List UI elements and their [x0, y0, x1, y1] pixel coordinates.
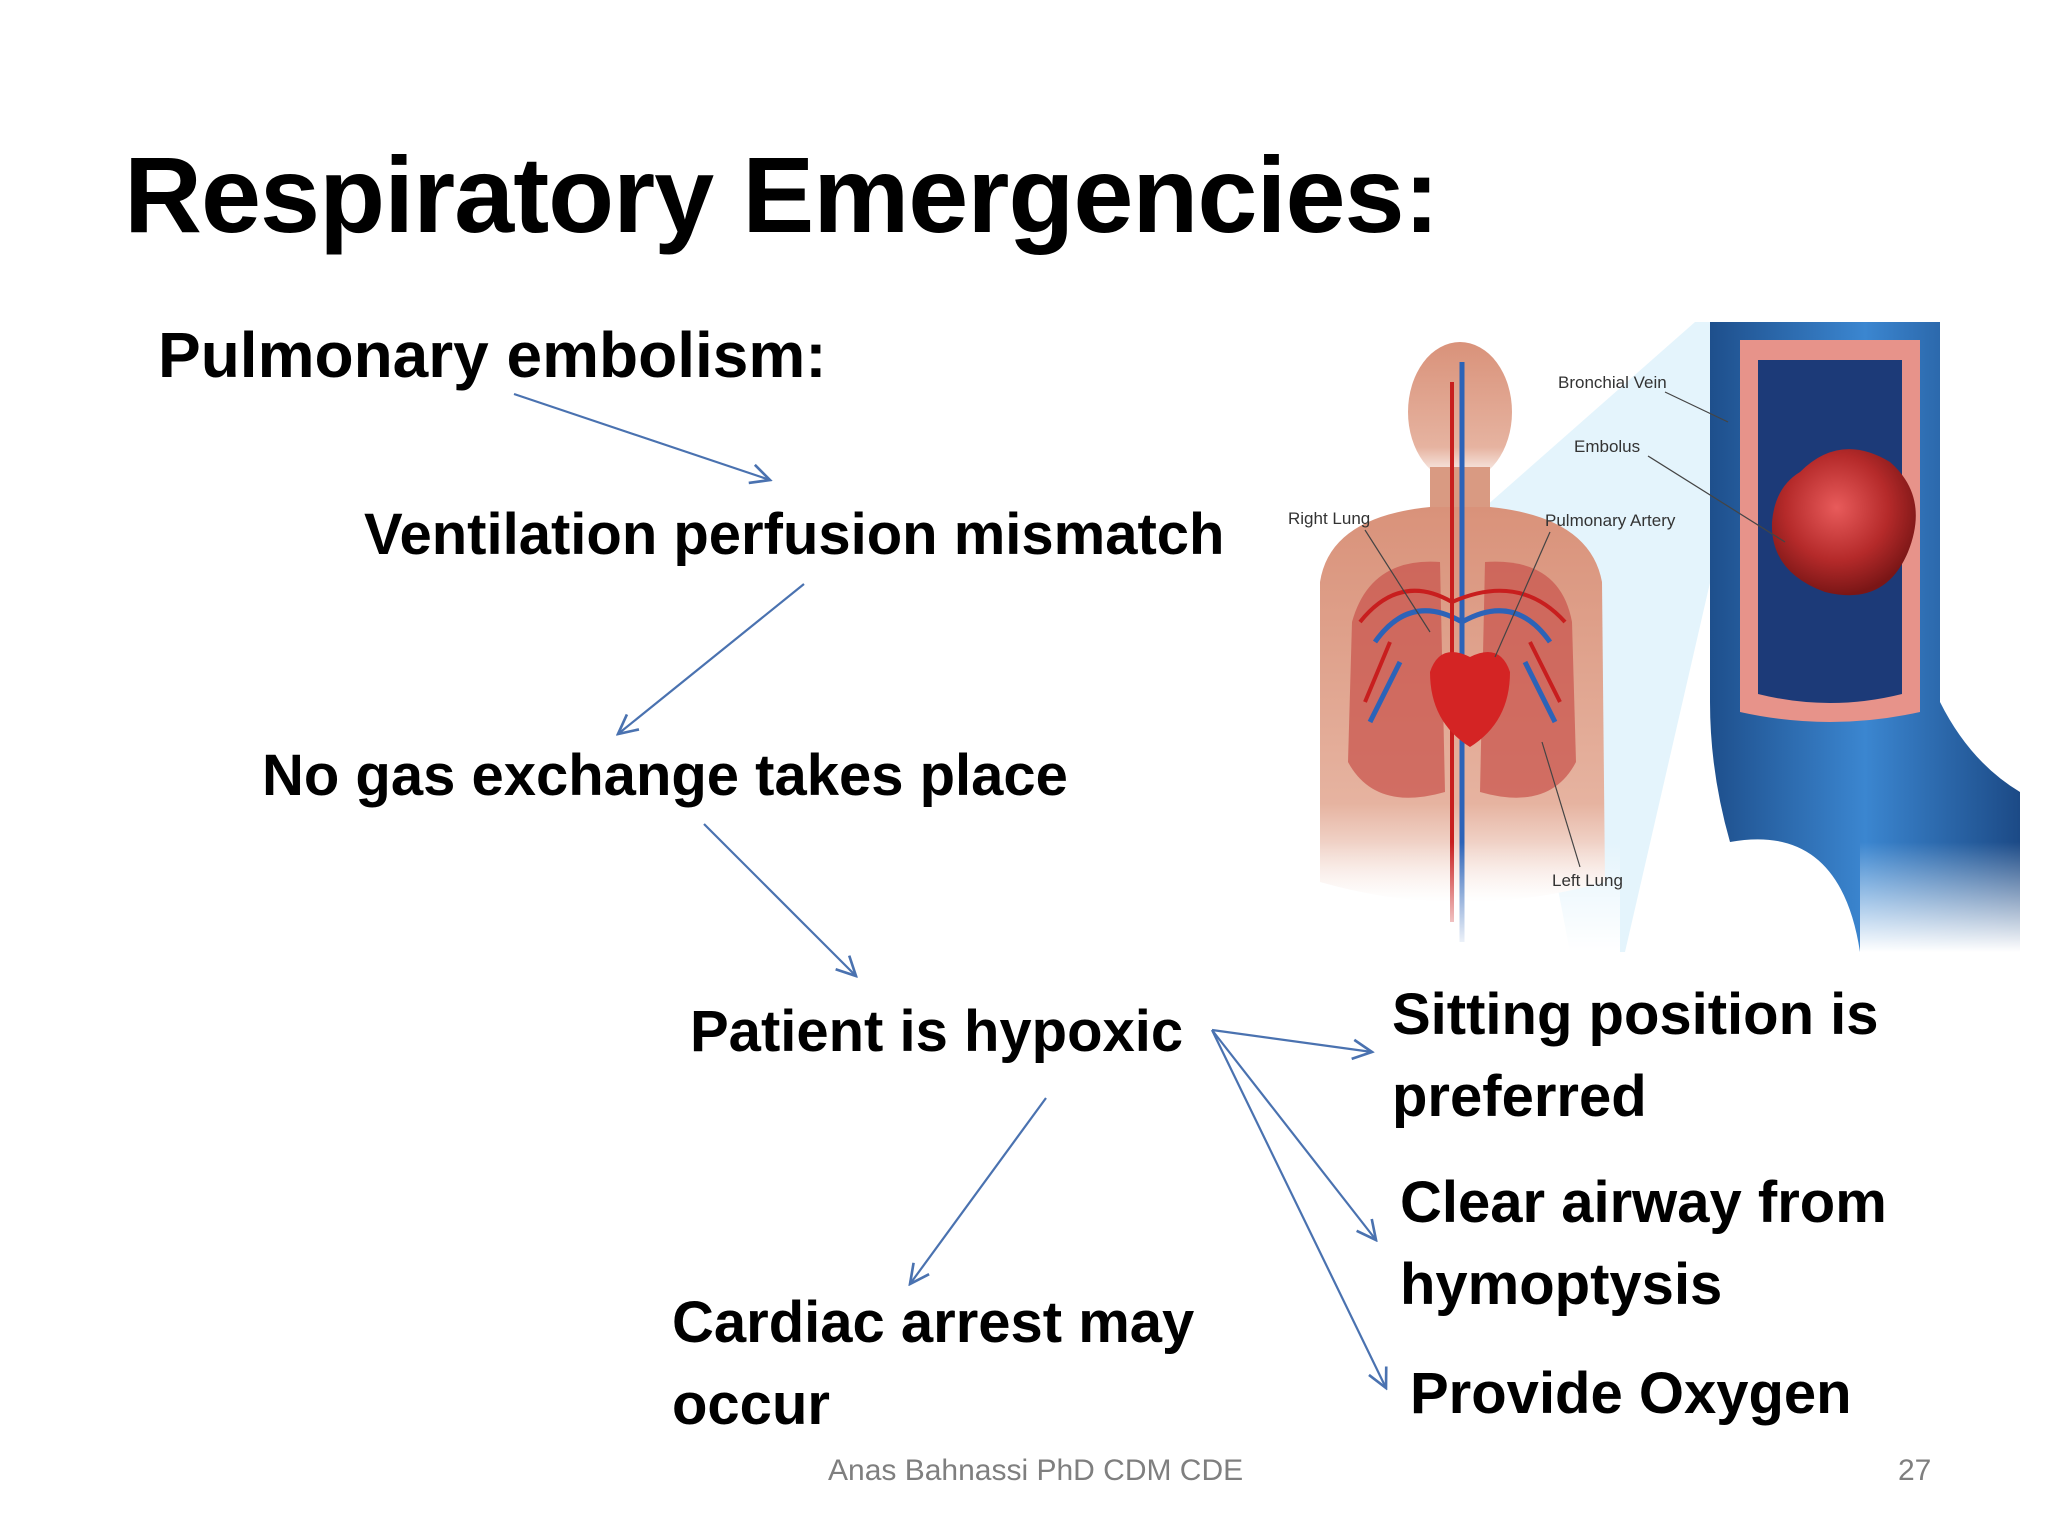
arrow-embolism-to-vpm: [513, 392, 770, 480]
heart-shape: [1430, 652, 1510, 747]
label-embolus: Embolus: [1574, 437, 1640, 456]
node-cardiac-arrest: Cardiac arrest may occur: [672, 1282, 1194, 1446]
node-cardiac-arrest-line-2: occur: [672, 1372, 830, 1437]
left-lung-shape: [1480, 561, 1576, 798]
node-patient-hypoxic: Patient is hypoxic: [690, 999, 1184, 1064]
arrow-nogas-to-hypoxic: [703, 823, 856, 976]
node-no-gas-exchange: No gas exchange takes place: [262, 743, 1068, 808]
label-left-lung: Left Lung: [1552, 871, 1623, 890]
right-lung-shape: [1348, 561, 1445, 798]
footer-author: Anas Bahnassi PhD CDM CDE: [828, 1454, 1244, 1487]
arrow-hypoxic-to-airway: [1211, 1029, 1376, 1240]
page-number: 27: [1898, 1454, 1932, 1487]
vessel-cross-section: [1710, 322, 2020, 952]
embolus-clot: [1771, 449, 1916, 596]
label-pulmonary-artery: Pulmonary Artery: [1545, 511, 1676, 530]
node-sitting-position-line-1: Sitting position is: [1392, 982, 1879, 1047]
arrow-vpm-to-nogas: [618, 583, 805, 734]
slide-subtitle: Pulmonary embolism:: [158, 319, 827, 391]
node-clear-airway: Clear airway from hymoptysis: [1400, 1162, 1887, 1326]
node-sitting-position: Sitting position is preferred: [1392, 974, 1879, 1138]
node-provide-oxygen: Provide Oxygen: [1410, 1361, 1852, 1426]
label-bronchial-vein: Bronchial Vein: [1558, 373, 1667, 392]
arrow-hypoxic-to-sitting: [1211, 1028, 1372, 1052]
node-clear-airway-line-1: Clear airway from: [1400, 1170, 1887, 1235]
node-clear-airway-line-2: hymoptysis: [1400, 1252, 1723, 1317]
slide-title: Respiratory Emergencies:: [124, 134, 1440, 255]
label-right-lung: Right Lung: [1288, 509, 1370, 528]
arrow-hypoxic-to-cardiac: [910, 1097, 1047, 1284]
torso-figure: [1310, 342, 1620, 952]
node-cardiac-arrest-line-1: Cardiac arrest may: [672, 1290, 1195, 1355]
pulmonary-embolism-illustration: Bronchial Vein Embolus Right Lung Pulmon…: [1288, 322, 2020, 952]
arrow-hypoxic-to-oxygen: [1211, 1029, 1386, 1388]
node-ventilation-perfusion-mismatch: Ventilation perfusion mismatch: [364, 502, 1225, 567]
node-sitting-position-line-2: preferred: [1392, 1064, 1647, 1129]
